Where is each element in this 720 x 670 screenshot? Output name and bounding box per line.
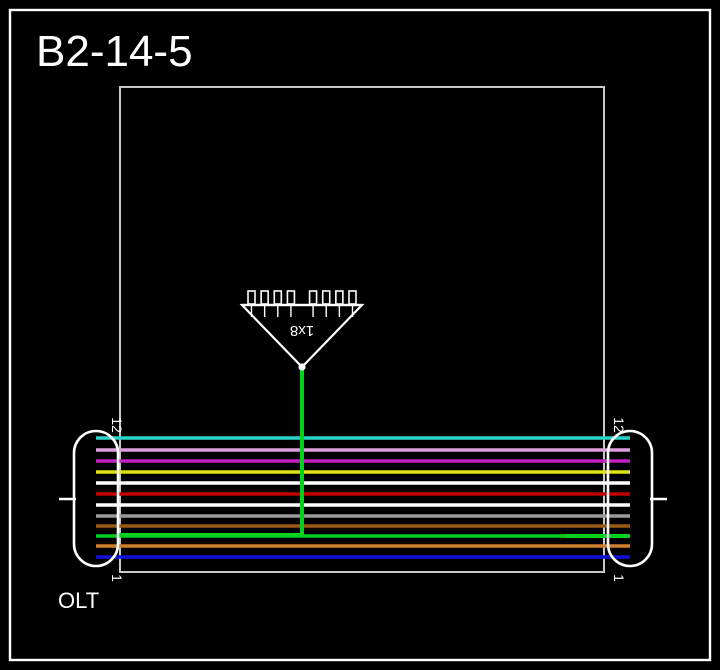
right-port-label-12: 12 [611, 417, 627, 433]
olt-port-bracket-right[interactable]: 12 1 [606, 417, 667, 582]
splitter-input-node [298, 363, 306, 371]
splitter-ratio-label: 1x8 [290, 322, 314, 339]
page-title: B2-14-5 [36, 27, 193, 76]
left-port-label-1: 1 [109, 574, 125, 582]
splitter-feeder-cable [118, 365, 304, 537]
left-port-label-12: 12 [109, 417, 125, 433]
olt-port-bracket-left[interactable]: 12 1 [59, 417, 125, 582]
green-feeder-path [118, 365, 304, 537]
outer-frame [8, 8, 712, 662]
inner-enclosure-rectangle [119, 86, 605, 573]
olt-label: OLT [58, 588, 99, 613]
right-port-label-1: 1 [611, 574, 627, 582]
optical-splitter[interactable]: 1x8 [239, 290, 365, 371]
splitter-output-ports [242, 290, 362, 317]
fiber-line-group [96, 436, 630, 559]
